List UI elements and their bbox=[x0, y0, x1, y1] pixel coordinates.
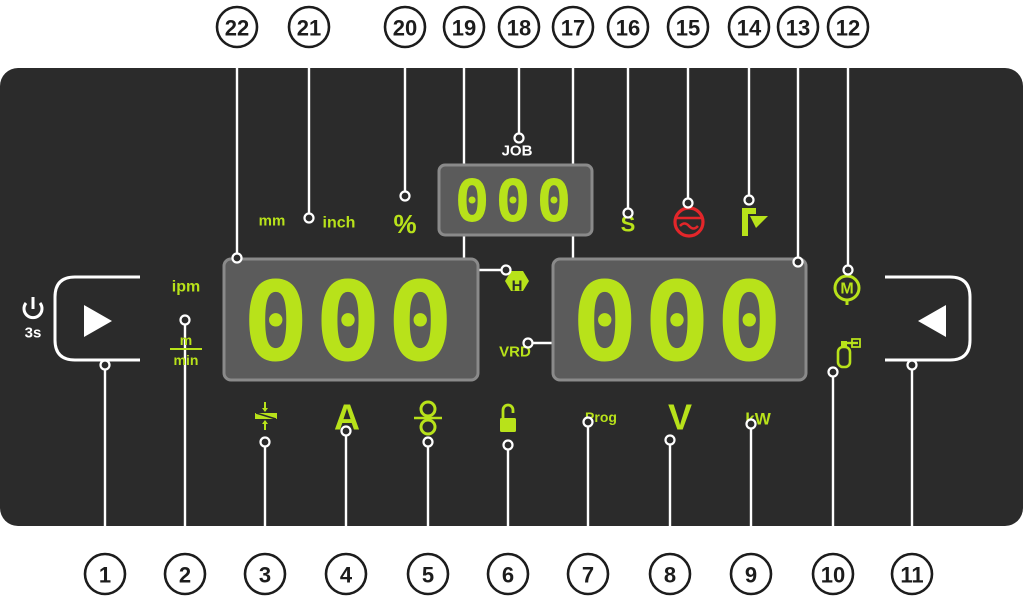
callout-13-label: 13 bbox=[786, 16, 810, 41]
vrd-label: VRD bbox=[499, 344, 531, 361]
callout-21: 21 bbox=[287, 5, 331, 49]
callout-1: 1 bbox=[83, 552, 127, 596]
callout-9-label: 9 bbox=[745, 563, 757, 588]
callout-14: 14 bbox=[727, 5, 771, 49]
gas-bottle-icon bbox=[836, 338, 861, 369]
m-circle-label: M bbox=[840, 281, 853, 298]
callout-1-label: 1 bbox=[99, 563, 111, 588]
callout-12: 12 bbox=[826, 5, 870, 49]
callout-18: 18 bbox=[497, 5, 541, 49]
callout-16: 16 bbox=[606, 5, 650, 49]
callout-8-label: 8 bbox=[664, 563, 676, 588]
callout-7: 7 bbox=[566, 552, 610, 596]
m-per-min-label: m min bbox=[170, 332, 202, 368]
callout-17: 17 bbox=[551, 5, 595, 49]
hot-start-icon: H bbox=[505, 271, 529, 295]
callout-20-label: 20 bbox=[393, 16, 417, 41]
callout-15-label: 15 bbox=[676, 16, 700, 41]
job-display-value: 000 bbox=[455, 167, 578, 235]
callout-20: 20 bbox=[383, 5, 427, 49]
volts-label: V bbox=[668, 397, 692, 438]
callout-2-label: 2 bbox=[179, 563, 191, 588]
callout-2: 2 bbox=[163, 552, 207, 596]
left-display-frame bbox=[222, 257, 480, 382]
right-display-value: 000 bbox=[572, 258, 789, 386]
callout-22-label: 22 bbox=[225, 16, 249, 41]
callout-16-label: 16 bbox=[616, 16, 640, 41]
m-unit-label: m bbox=[180, 332, 192, 348]
min-unit-label: min bbox=[174, 352, 199, 368]
play-right-icon[interactable] bbox=[84, 305, 112, 337]
ipm-label: ipm bbox=[172, 279, 200, 296]
left-button-bracket[interactable] bbox=[53, 275, 112, 362]
wire-thickness-icon bbox=[255, 402, 277, 430]
callout-4-label: 4 bbox=[340, 563, 353, 588]
wire-spool-icon bbox=[414, 400, 442, 436]
right-button-bracket[interactable] bbox=[912, 275, 972, 362]
percent-label: % bbox=[393, 209, 416, 239]
callout-6: 6 bbox=[486, 552, 530, 596]
power-hold-label: 3s bbox=[25, 325, 42, 342]
callout-8: 8 bbox=[648, 552, 692, 596]
callout-5: 5 bbox=[406, 552, 450, 596]
callout-7-label: 7 bbox=[582, 563, 594, 588]
callout-21-label: 21 bbox=[297, 16, 321, 41]
callout-17-label: 17 bbox=[561, 16, 585, 41]
power-icon[interactable] bbox=[22, 297, 44, 320]
panel-background bbox=[0, 68, 1023, 526]
callout-10: 10 bbox=[811, 552, 855, 596]
leader-dots bbox=[99, 132, 918, 451]
mm-label: mm bbox=[259, 213, 286, 230]
callout-18-label: 18 bbox=[507, 16, 531, 41]
callout-19-label: 19 bbox=[452, 16, 476, 41]
job-label: JOB bbox=[502, 143, 533, 160]
lock-icon bbox=[500, 403, 516, 432]
callout-13: 13 bbox=[776, 5, 820, 49]
h-label: H bbox=[512, 278, 523, 295]
torch-trigger-icon bbox=[742, 208, 768, 236]
callout-22: 22 bbox=[215, 5, 259, 49]
callout-3-label: 3 bbox=[259, 563, 271, 588]
callout-10-label: 10 bbox=[821, 563, 845, 588]
callout-5-label: 5 bbox=[422, 563, 434, 588]
callout-15: 15 bbox=[666, 5, 710, 49]
m-circle-icon: M bbox=[833, 274, 861, 305]
callout-19: 19 bbox=[442, 5, 486, 49]
left-display-value: 000 bbox=[243, 258, 460, 386]
callout-3: 3 bbox=[243, 552, 287, 596]
callout-4: 4 bbox=[324, 552, 368, 596]
callout-11-label: 11 bbox=[900, 563, 923, 588]
callout-9: 9 bbox=[729, 552, 773, 596]
callout-11: 11 bbox=[890, 552, 934, 596]
play-left-icon[interactable] bbox=[918, 305, 946, 337]
callout-12-label: 12 bbox=[836, 16, 860, 41]
inch-label: inch bbox=[323, 215, 356, 232]
s-label: S bbox=[621, 212, 636, 237]
job-display-frame bbox=[437, 163, 594, 237]
callout-14-label: 14 bbox=[737, 16, 762, 41]
right-display-frame bbox=[551, 257, 808, 382]
callout-6-label: 6 bbox=[502, 563, 514, 588]
